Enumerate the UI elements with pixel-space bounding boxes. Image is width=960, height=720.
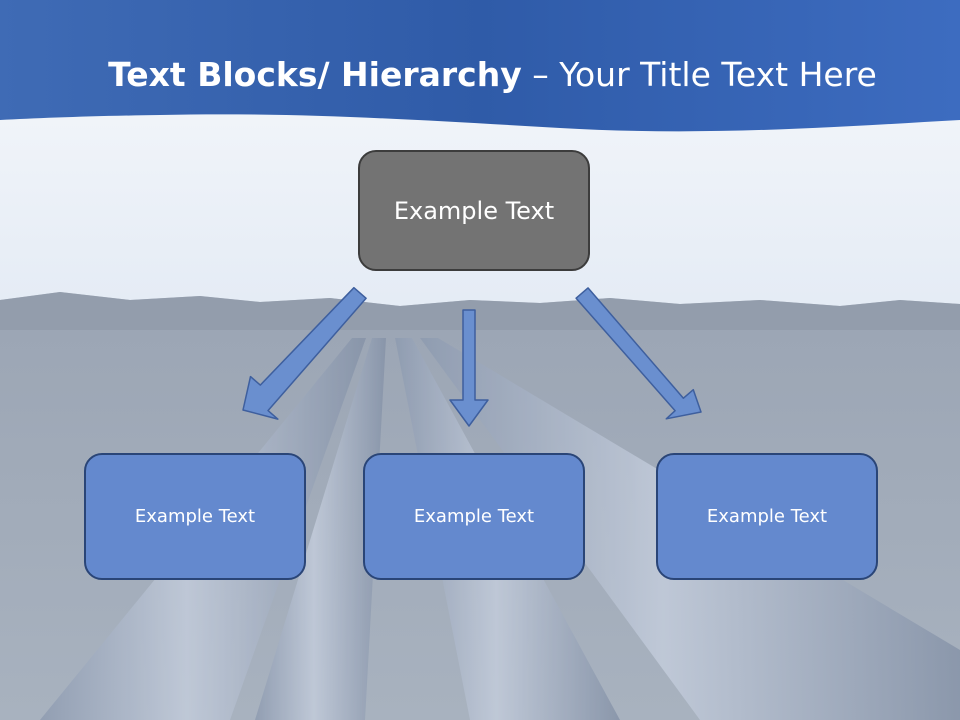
top-block: Example Text	[358, 150, 590, 271]
title-regular-part: – Your Title Text Here	[521, 55, 877, 94]
title-bold-part: Text Blocks/ Hierarchy	[108, 55, 522, 94]
slide-title: Text Blocks/ Hierarchy – Your Title Text…	[0, 52, 960, 98]
child-block-left: Example Text	[84, 453, 306, 580]
child-block-right: Example Text	[656, 453, 878, 580]
child-block-center: Example Text	[363, 453, 585, 580]
